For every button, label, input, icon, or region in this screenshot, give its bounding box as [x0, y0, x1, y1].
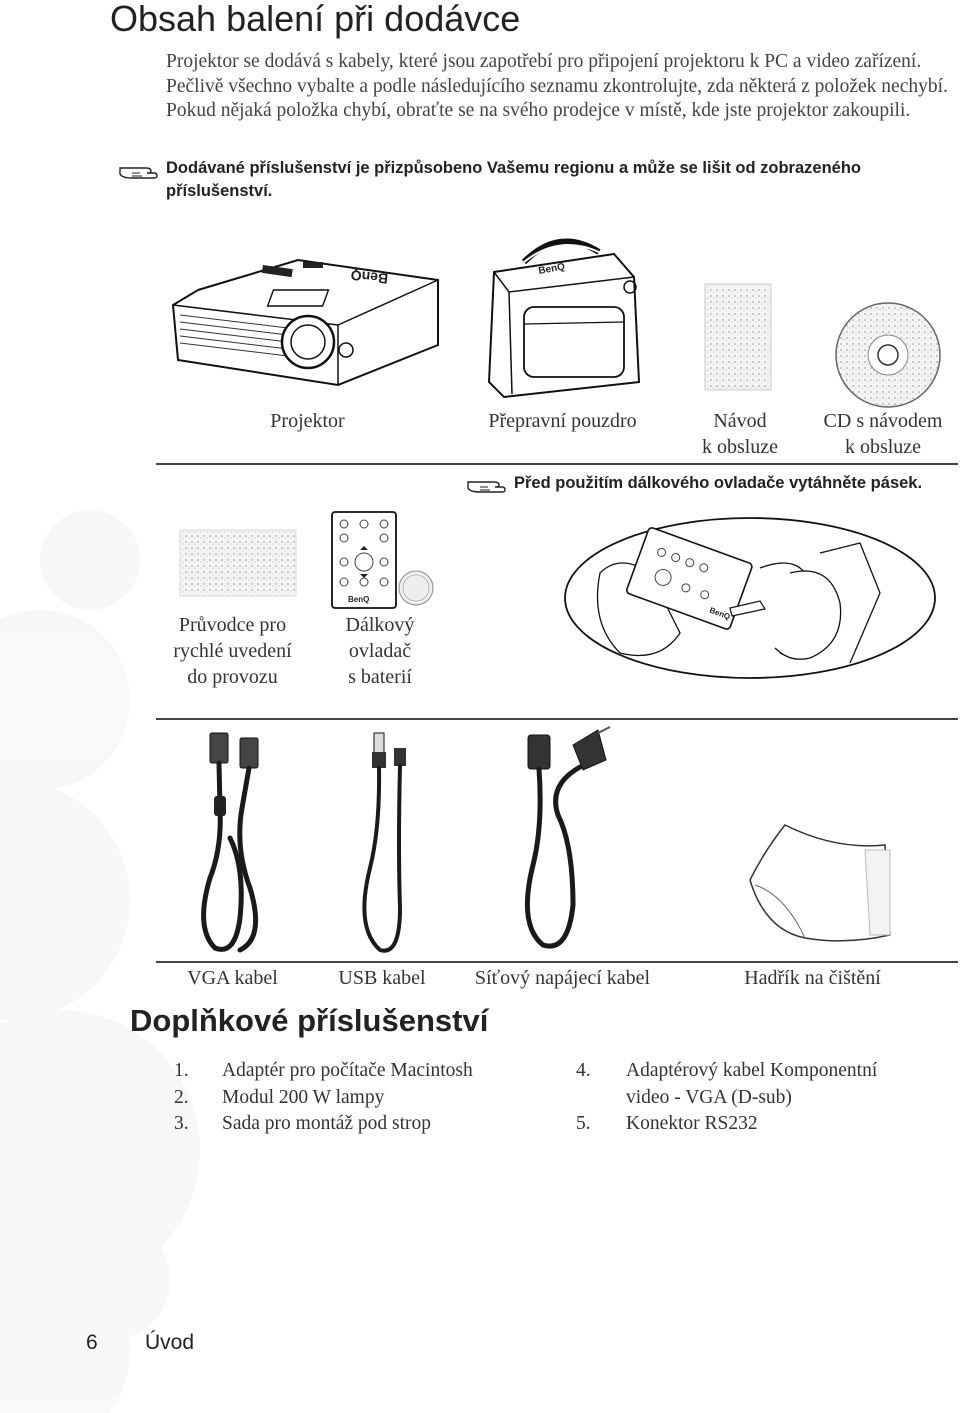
optional-list-right: 4.Adaptérový kabel Komponentní video - V…: [576, 1058, 877, 1138]
cd-image: [835, 302, 941, 408]
svg-text:BenQ: BenQ: [350, 267, 389, 287]
caption-cd: CD s návodem k obsluze: [813, 408, 953, 460]
caption-remote-line1: Dálkový: [345, 614, 415, 636]
caption-quick-guide-line2: rychlé uvedení: [173, 640, 292, 662]
usb-cable-image: [362, 732, 406, 953]
divider-row3: [156, 961, 958, 963]
remote-control-image: BenQ: [331, 511, 434, 609]
caption-cd-line1: CD s návodem: [823, 410, 943, 432]
caption-quick-guide-line3: do provozu: [187, 666, 278, 688]
svg-text:BenQ: BenQ: [538, 261, 566, 277]
divider-row2: [156, 718, 958, 720]
caption-quick-guide-line1: Průvodce pro: [178, 614, 287, 636]
svg-text:BenQ: BenQ: [348, 595, 369, 604]
caption-manual-line1: Návod: [713, 410, 767, 432]
caption-manual-line2: k obsluze: [701, 436, 779, 458]
list-item: video - VGA (D-sub): [626, 1086, 792, 1108]
projector-image: BenQ: [171, 258, 439, 387]
divider-row1: [156, 463, 958, 465]
caption-usb-cable: USB kabel: [338, 967, 426, 989]
caption-remote-line2: ovladač: [348, 640, 412, 662]
note-remote-tab: Před použitím dálkového ovladače vytáhně…: [514, 474, 923, 492]
list-item: 5.Konektor RS232: [576, 1113, 758, 1134]
list-item: 3.Sada pro montáž pod strop: [174, 1113, 432, 1134]
caption-projector: Projektor: [270, 410, 345, 432]
caption-cleaning-cloth: Hadřík na čištění: [744, 967, 881, 989]
power-cable-image: [524, 726, 611, 949]
page-number: 6: [86, 1331, 98, 1354]
caption-carrying-case: Přepravní pouzdro: [488, 410, 637, 432]
list-item: 4.Adaptérový kabel Komponentní: [576, 1060, 878, 1081]
pointing-hand-icon: [467, 481, 506, 493]
vga-cable-image: [201, 732, 259, 953]
caption-quick-guide: Průvodce pro rychlé uvedení do provozu: [160, 612, 305, 690]
list-item: 1.Adaptér pro počítače Macintosh: [174, 1060, 473, 1081]
cleaning-cloth-image: [749, 824, 891, 942]
caption-remote: Dálkový ovladač s baterií: [330, 612, 430, 690]
remote-tab-illustration: BenQ: [564, 517, 936, 679]
caption-remote-line3: s baterií: [348, 666, 412, 688]
caption-manual: Návod k obsluze: [680, 408, 800, 460]
quick-guide-image: [179, 529, 297, 597]
intro-paragraph: Projektor se dodává s kabely, které jsou…: [166, 51, 948, 121]
manual-image: [704, 283, 772, 391]
optional-list-left: 1.Adaptér pro počítače Macintosh 2.Modul…: [174, 1058, 473, 1138]
list-item: 2.Modul 200 W lampy: [174, 1086, 385, 1108]
caption-vga-cable: VGA kabel: [187, 967, 278, 989]
note-region: Dodávané příslušenství je přizpůsobeno V…: [166, 159, 861, 200]
carrying-case-image: BenQ: [487, 238, 641, 399]
page-title: Obsah balení při dodávce: [110, 0, 521, 39]
optional-accessories-title: Doplňkové příslušenství: [130, 1003, 489, 1038]
caption-cd-line2: k obsluze: [844, 436, 922, 458]
pointing-hand-icon: [119, 167, 158, 179]
caption-power-cable: Síťový napájecí kabel: [474, 967, 651, 989]
footer-section: Úvod: [145, 1331, 195, 1354]
